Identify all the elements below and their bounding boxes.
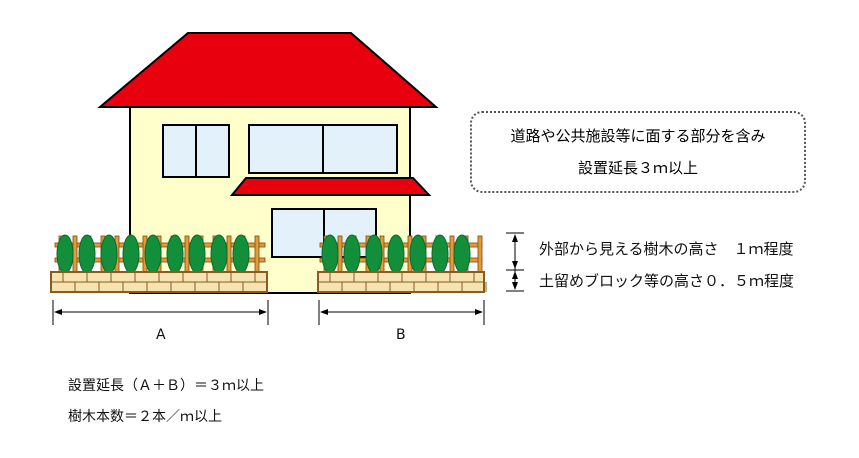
- tree-shrub: [144, 234, 162, 274]
- hedge-left: [54, 234, 266, 274]
- height-dimension: [506, 232, 524, 292]
- fence-post: [184, 235, 190, 273]
- tree-shrub: [122, 234, 140, 274]
- tree-shrub: [431, 234, 449, 274]
- tree-count-text: 樹木本数＝２本／ｍ以上: [68, 409, 222, 425]
- tree-shrub: [365, 234, 383, 274]
- tree-shrub: [232, 234, 250, 274]
- fence-post: [477, 235, 483, 273]
- tree-height-label: 外部から見える樹木の高さ １ｍ程度: [539, 240, 794, 258]
- dimension-b: [318, 300, 485, 325]
- tree-shrub: [56, 234, 74, 274]
- note-line-2: 設置延長３ｍ以上: [577, 159, 698, 177]
- tree-shrub: [321, 234, 339, 274]
- fence-post: [254, 235, 260, 273]
- block-height-label: 土留めブロック等の高さ０．５ｍ程度: [539, 272, 795, 290]
- label-a: A: [156, 327, 166, 343]
- note-callout: 道路や公共施設等に面する部分を含み 設置延長３ｍ以上: [470, 111, 806, 193]
- tree-shrub: [409, 234, 427, 274]
- tree-shrub: [188, 234, 206, 274]
- tree-shrub: [343, 234, 361, 274]
- entrance-roof: [229, 177, 432, 196]
- note-line-1: 道路や公共施設等に面する部分を含み: [510, 127, 766, 145]
- tree-shrub: [78, 234, 96, 274]
- fence-post: [72, 235, 78, 273]
- tree-shrub: [100, 234, 118, 274]
- dimension-a: [52, 300, 269, 325]
- fence-post: [337, 235, 343, 273]
- house-roof: [97, 32, 439, 108]
- tree-shrub: [453, 234, 471, 274]
- total-length-text: 設置延長（Ａ＋Ｂ）＝３ｍ以上: [68, 378, 264, 394]
- label-b: B: [396, 327, 406, 343]
- fence-post: [226, 235, 232, 273]
- tree-shrub: [387, 234, 405, 274]
- fence-post: [449, 235, 455, 273]
- tree-shrub: [166, 234, 184, 274]
- tree-shrub: [210, 234, 228, 274]
